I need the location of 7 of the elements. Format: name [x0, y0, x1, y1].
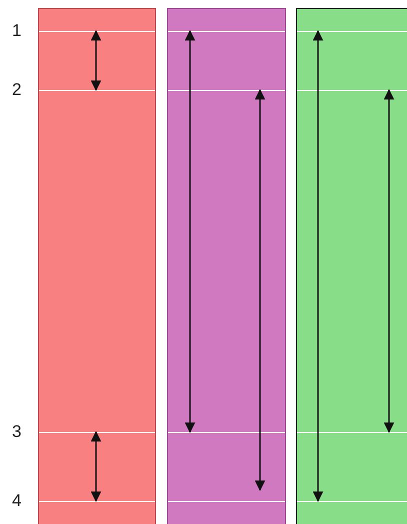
level-number: 4	[12, 491, 22, 511]
level-number: 2	[12, 80, 22, 100]
column-bar	[167, 8, 286, 524]
level-number: 3	[12, 422, 22, 442]
column-bar	[38, 8, 156, 524]
level-number: 1	[12, 21, 22, 41]
column-bar	[296, 8, 407, 524]
